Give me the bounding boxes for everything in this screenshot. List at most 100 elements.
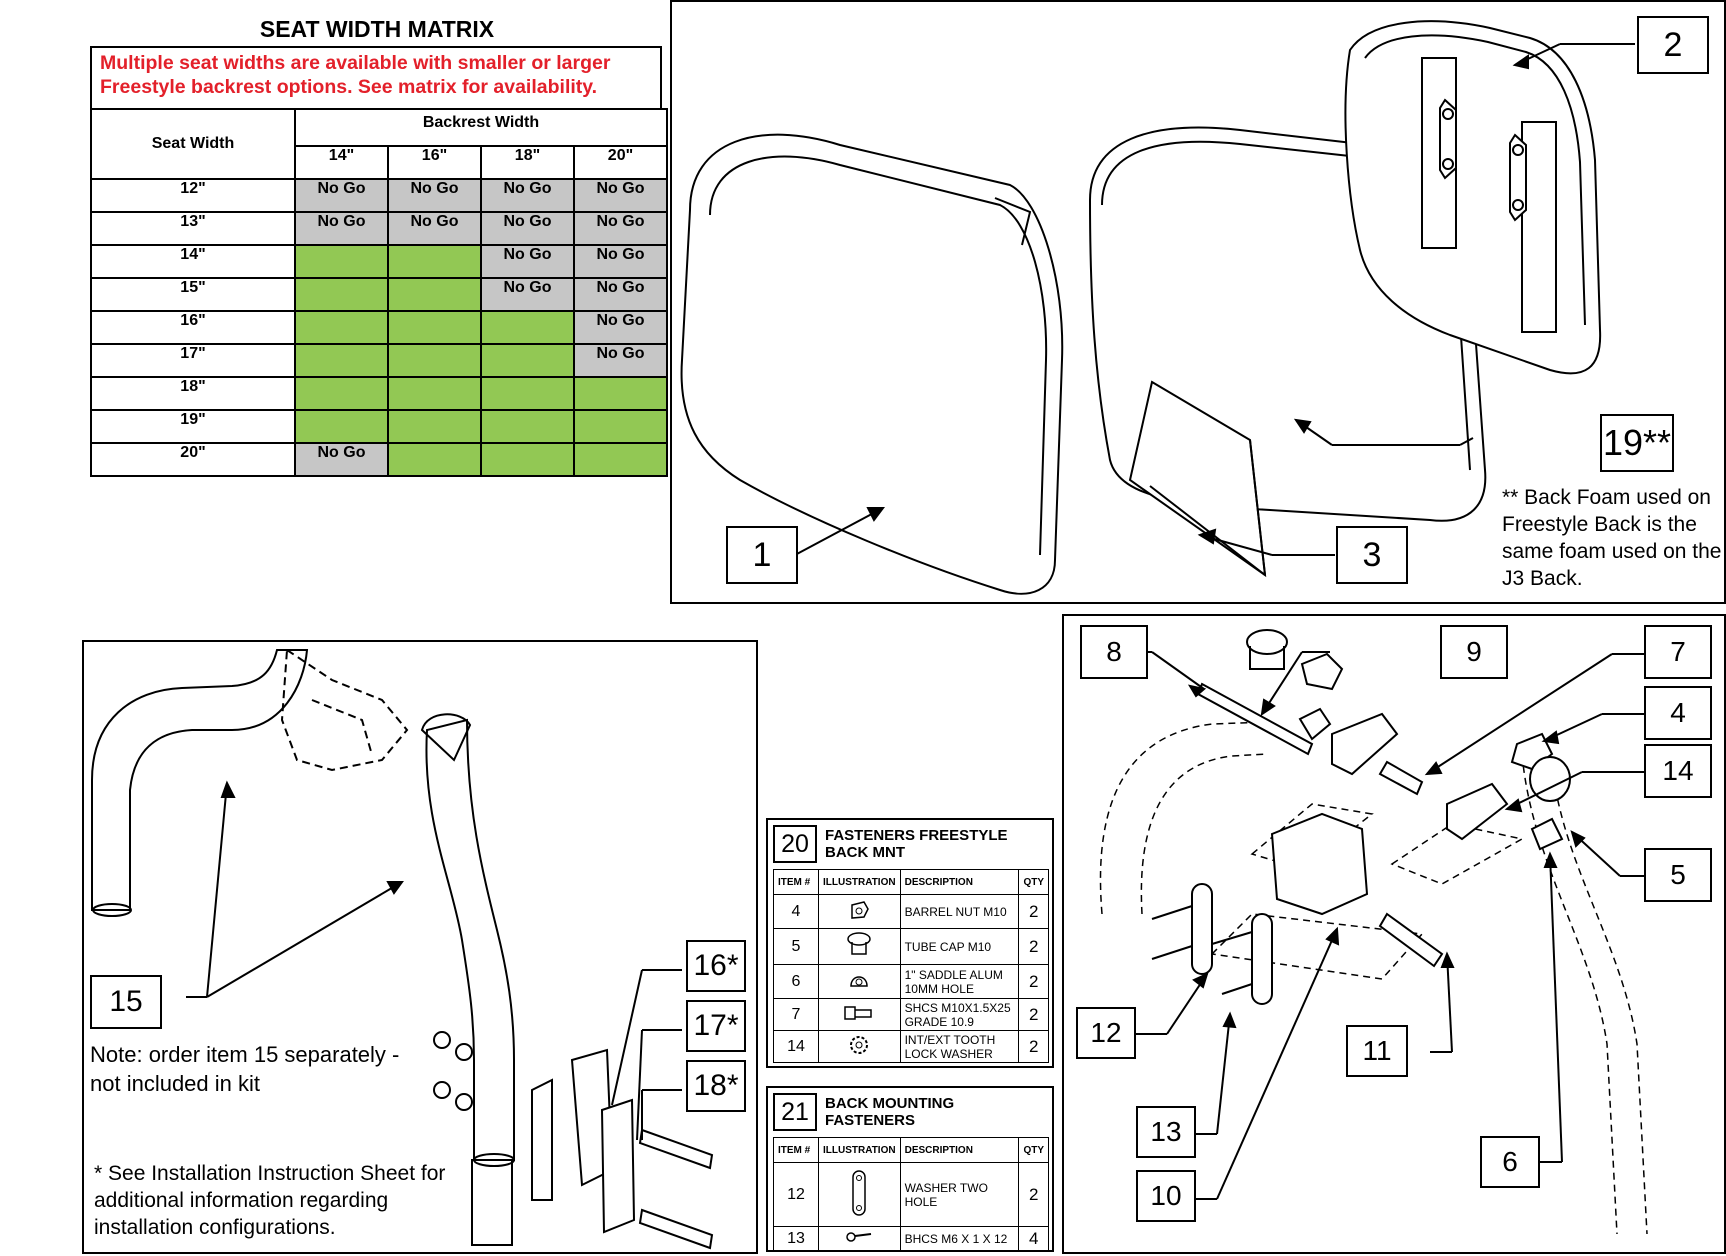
item-qty: 2	[1018, 1162, 1049, 1227]
callout-5: 5	[1644, 848, 1712, 902]
callout-18: 18*	[686, 1060, 746, 1112]
no-go-cell: No Go	[480, 244, 575, 279]
callout-8: 8	[1080, 625, 1148, 679]
insert-17	[600, 1098, 636, 1234]
hardware-illustration	[1099, 629, 1648, 1235]
no-go-cell: No Go	[573, 277, 668, 312]
no-go-cell: No Go	[294, 211, 389, 246]
item-number: 12	[773, 1162, 819, 1227]
callout-17: 17*	[686, 1000, 746, 1052]
callout-12: 12	[1076, 1007, 1136, 1059]
installation-footnote: * See Installation Instruction Sheet for…	[94, 1162, 446, 1239]
item-number: 14	[773, 1030, 819, 1063]
fasteners-freestyle-panel: 20 FASTENERS FREESTYLE BACK MNT ITEM #IL…	[766, 818, 1054, 1068]
item-description: BHCS M6 X 1 X 12	[899, 1226, 1020, 1251]
back-foam-footnote: ** Back Foam used on Freestyle Back is t…	[1502, 486, 1722, 590]
no-go-cell: No Go	[573, 211, 668, 246]
barrel-nut-icon	[818, 894, 901, 929]
available-cell	[480, 442, 575, 477]
washer-two-hole-12a	[1191, 883, 1213, 975]
table-header-cell: QTY	[1018, 869, 1049, 895]
item-description: TUBE CAP M10	[899, 928, 1020, 965]
backrest-col-3: 20"	[573, 145, 668, 180]
seat-width-cell: 19"	[90, 409, 296, 444]
callout-15: 15	[90, 975, 162, 1029]
available-cell	[573, 442, 668, 477]
available-cell	[294, 376, 389, 411]
callout-19: 19**	[1600, 414, 1674, 472]
table-header-cell: DESCRIPTION	[899, 869, 1020, 895]
available-cell	[294, 409, 389, 444]
hardware-panel	[1062, 614, 1726, 1254]
item-number: 6	[773, 964, 819, 999]
seat-width-cell: 20"	[90, 442, 296, 477]
available-cell	[387, 376, 482, 411]
callout-16: 16*	[686, 940, 746, 992]
spacer-11	[1378, 912, 1444, 968]
saddle-icon	[818, 964, 901, 999]
frame-panel	[82, 640, 758, 1254]
item-description: WASHER TWO HOLE	[899, 1162, 1020, 1227]
available-cell	[480, 409, 575, 444]
long-bolt-8	[1196, 682, 1314, 756]
callout-9: 9	[1440, 625, 1508, 679]
seat-width-header: Seat Width	[90, 108, 296, 180]
callout-4: 4	[1644, 686, 1712, 740]
item-qty: 2	[1018, 998, 1049, 1031]
frame-order-note: Note: order item 15 separately - not inc…	[90, 1042, 400, 1096]
backrest-panel	[670, 0, 1726, 604]
available-cell	[480, 310, 575, 345]
item-qty: 2	[1018, 894, 1049, 929]
item-description: 1" SADDLE ALUM 10MM HOLE	[899, 964, 1020, 999]
washer-two-hole-icon	[818, 1162, 901, 1227]
seat-width-cell: 15"	[90, 277, 296, 312]
seat-width-cell: 12"	[90, 178, 296, 213]
no-go-cell: No Go	[573, 244, 668, 279]
matrix-row: 19"	[90, 409, 668, 444]
no-go-cell: No Go	[387, 211, 482, 246]
item-number: 13	[773, 1226, 819, 1251]
no-go-cell: No Go	[573, 310, 668, 345]
fasteners-freestyle-title: 20 FASTENERS FREESTYLE BACK MNT	[773, 825, 1047, 863]
back-mounting-panel: 21 BACK MOUNTING FASTENERS ITEM #ILLUSTR…	[766, 1086, 1054, 1252]
tube-insert	[471, 1159, 513, 1246]
back-foam-pad-1	[680, 133, 1064, 595]
available-cell	[480, 343, 575, 378]
available-cell	[480, 376, 575, 411]
table-header-cell: DESCRIPTION	[899, 1137, 1020, 1163]
seat-width-cell: 14"	[90, 244, 296, 279]
seat-width-matrix: Seat Width Backrest Width 14"16"18"20" 1…	[90, 108, 668, 477]
shell-bracket-right	[1521, 121, 1557, 333]
screw-icon	[818, 998, 901, 1031]
item-description: BARREL NUT M10	[899, 894, 1020, 929]
callout-10: 10	[1136, 1170, 1196, 1222]
matrix-note: Multiple seat widths are available with …	[90, 46, 662, 108]
callout-13: 13	[1136, 1106, 1196, 1158]
available-cell	[294, 277, 389, 312]
item-qty: 4	[1018, 1226, 1049, 1251]
back-mounting-title: 21 BACK MOUNTING FASTENERS	[773, 1093, 1047, 1131]
fasteners-freestyle-title-text: FASTENERS FREESTYLE BACK MNT	[825, 827, 1008, 861]
callout-7: 7	[1644, 625, 1712, 679]
matrix-row: 18"	[90, 376, 668, 411]
washer-two-hole-12b	[1251, 913, 1273, 1005]
no-go-cell: No Go	[573, 343, 668, 378]
available-cell	[387, 409, 482, 444]
tube-cap-top	[1246, 629, 1288, 655]
tube-cap-icon	[818, 928, 901, 965]
available-cell	[387, 442, 482, 477]
backrest-col-0: 14"	[294, 145, 389, 180]
clamp-9	[1331, 712, 1399, 776]
no-go-cell: No Go	[480, 178, 575, 213]
mount-bracket-10	[1270, 812, 1369, 916]
back-mounting-title-text: BACK MOUNTING FASTENERS	[825, 1095, 955, 1129]
matrix-title: SEAT WIDTH MATRIX	[259, 16, 495, 42]
